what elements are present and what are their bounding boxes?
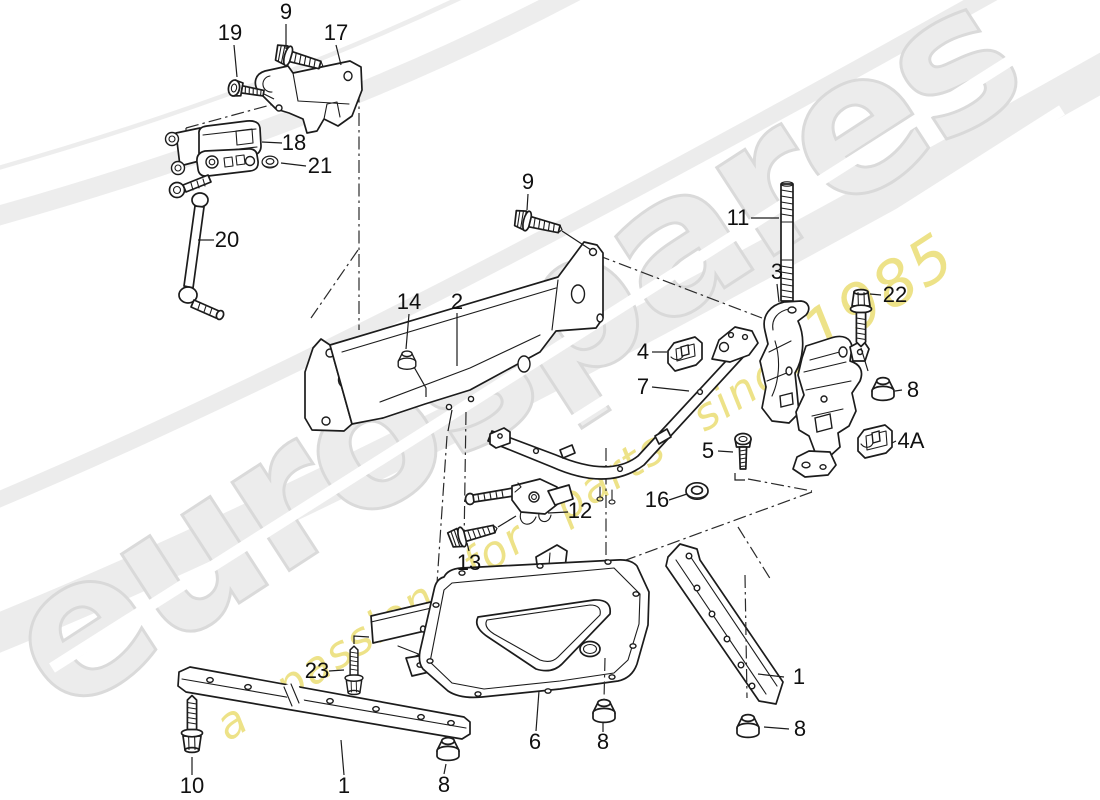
callout-2: 2 <box>451 289 463 314</box>
part-nut-8-bottom-right <box>736 713 760 739</box>
callout-23: 23 <box>305 658 329 683</box>
part-link-rod-20 <box>168 174 225 321</box>
callout-11: 11 <box>727 205 750 230</box>
callout-8-bottom-left: 8 <box>438 772 450 797</box>
callout-6: 6 <box>529 729 541 754</box>
callout-22: 22 <box>883 282 907 307</box>
part-nut-8-center <box>592 698 616 724</box>
watermark-brand-stripes <box>49 43 1065 729</box>
part-latch-12 <box>464 478 574 525</box>
part-nut-14 <box>397 350 427 397</box>
part-stud-11 <box>780 181 794 318</box>
part-screw-19 <box>226 78 275 102</box>
callout-16: 16 <box>645 487 669 512</box>
callout-20: 20 <box>215 227 239 252</box>
projection-lines-over <box>603 574 748 701</box>
callout-1-left: 1 <box>338 773 350 798</box>
callout-1-right: 1 <box>793 664 805 689</box>
part-rail-1-right <box>665 543 784 705</box>
part-bolt-23 <box>344 635 370 696</box>
callout-4A: 4A <box>898 428 925 453</box>
part-bolt-13 <box>446 515 517 551</box>
part-floor-panel-6 <box>418 559 650 699</box>
part-strap-7 <box>487 326 759 505</box>
part-nut-8-right <box>871 376 895 402</box>
part-grommet-16 <box>685 481 709 501</box>
part-clip-4A <box>857 424 893 459</box>
callout-21: 21 <box>308 153 332 178</box>
part-bolt-10 <box>180 694 204 754</box>
callout-9-top: 9 <box>280 0 292 24</box>
callout-10: 10 <box>180 773 204 798</box>
callout-leaders <box>191 24 903 776</box>
part-bolt-22 <box>849 288 873 372</box>
callout-3: 3 <box>771 259 783 284</box>
callout-12: 12 <box>568 498 592 523</box>
callout-8-bottom-right: 8 <box>794 716 806 741</box>
callout-4: 4 <box>637 339 649 364</box>
callout-14: 14 <box>397 289 421 314</box>
part-clip-4 <box>667 336 703 372</box>
callout-8-right: 8 <box>907 377 919 402</box>
callout-18: 18 <box>282 130 306 155</box>
callout-17: 17 <box>324 20 348 45</box>
callout-8-center: 8 <box>597 729 609 754</box>
part-bracket-17 <box>254 60 363 134</box>
callout-7: 7 <box>637 374 649 399</box>
callout-labels: 19 9 17 18 21 20 9 11 3 22 14 2 4 7 8 4A… <box>180 0 925 798</box>
part-bracket-2 <box>304 241 604 432</box>
callout-9-mid: 9 <box>522 169 534 194</box>
part-bushing-21 <box>261 155 279 169</box>
part-nut-8-bottom-left <box>436 736 460 762</box>
part-bolt-9-mid <box>511 207 592 251</box>
part-rail-1-left <box>177 666 471 740</box>
part-bolt-5 <box>734 432 752 481</box>
callout-19: 19 <box>218 20 242 45</box>
part-bracket-3 <box>759 300 870 478</box>
callout-5: 5 <box>702 438 714 463</box>
part-sensor-18 <box>164 120 262 177</box>
callout-13: 13 <box>457 550 481 575</box>
